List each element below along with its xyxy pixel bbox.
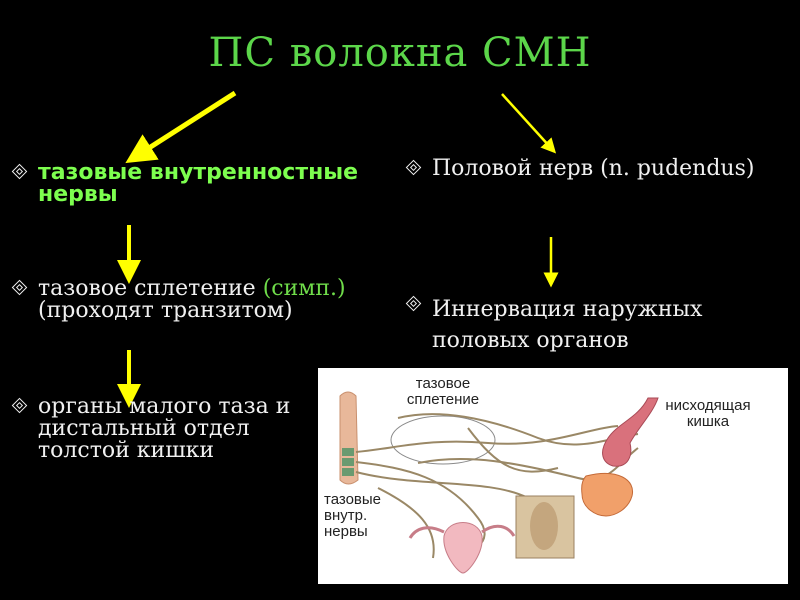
right-item-external-genitalia: Иннервация наружных половых органов: [405, 294, 772, 356]
left-item-pelvic-plexus: тазовое сплетение (симп.) (проходят тран…: [11, 276, 378, 323]
bladder-shape: [581, 472, 634, 517]
left-item-pelvic-organs: органы малого таза и дистальный отдел то…: [11, 394, 318, 463]
anatomy-illustration: тазовое сплетение нисходящая кишка тазов…: [318, 368, 788, 584]
label-pelvic-plexus: тазовое сплетение: [406, 375, 480, 408]
arrow-title-to-left: [125, 90, 237, 164]
right-item-pudendal-nerve: Половой нерв (n. pudendus): [405, 156, 792, 181]
right-item-2-text: Иннервация наружных половых органов: [432, 297, 703, 353]
left-item-pelvic-splanchnic-nerves: тазовые внутренностные нервы: [11, 160, 368, 207]
left-item-2-text: тазовое сплетение: [38, 276, 263, 301]
uterus-shape: [443, 522, 483, 574]
sacral-segment-s4: [342, 468, 354, 476]
anatomy-drawing: [339, 391, 659, 574]
label-pelvic-splanchnic-nerves: тазовые внутр. нервы: [324, 491, 382, 540]
plexus-outline: [390, 415, 496, 465]
fallopian-tube-right: [481, 524, 516, 537]
descending-colon-shape: [602, 397, 659, 467]
left-item-3-text: органы малого таза и дистальный отдел то…: [38, 394, 291, 463]
fallopian-tube-left: [408, 526, 445, 539]
sacral-segment-s2: [342, 448, 354, 456]
right-item-1-text: Половой нерв (n. pudendus): [432, 156, 755, 181]
sacral-segment-s3: [342, 458, 354, 466]
genitalia-detail: [530, 502, 558, 550]
label-descending-colon: нисходящая кишка: [665, 397, 751, 430]
left-item-2-subtext: (проходят транзитом): [38, 298, 293, 323]
slide-title: ПС волокна СМН: [208, 30, 592, 76]
left-item-1-text: тазовые внутренностные нервы: [38, 160, 359, 207]
arrow-title-to-right: [501, 93, 557, 154]
left-item-2-highlight: (симп.): [262, 276, 346, 301]
